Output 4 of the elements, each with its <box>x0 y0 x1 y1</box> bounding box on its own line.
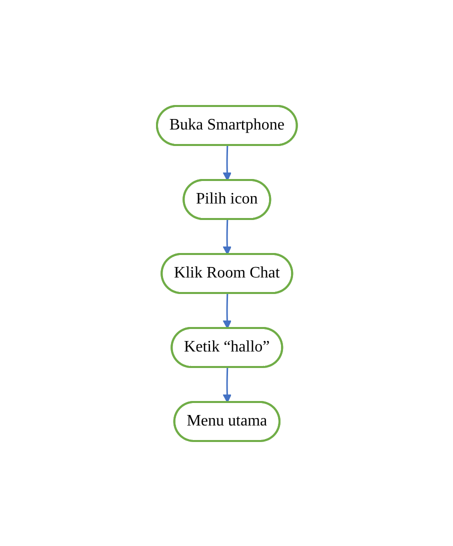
arrow <box>222 366 232 402</box>
arrow <box>222 292 232 328</box>
arrow <box>222 218 232 254</box>
arrow <box>222 144 232 180</box>
